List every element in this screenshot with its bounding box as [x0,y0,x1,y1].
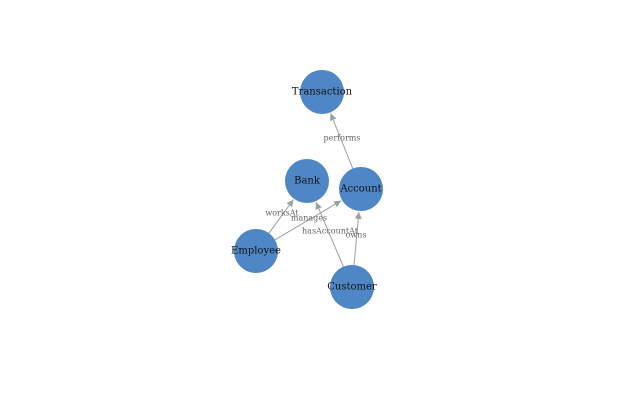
edge-label-worksAt: worksAt [265,209,299,218]
node-employee[interactable]: Employee [231,229,281,273]
node-label-employee: Employee [231,246,281,257]
edge-label-manages: manages [291,214,327,223]
edge-performs [329,113,354,169]
node-label-account: Account [339,184,381,195]
edge-label-owns: owns [346,231,367,240]
node-circle-customer[interactable] [330,265,374,309]
node-account[interactable]: Account [339,167,383,211]
edges-layer [268,113,362,267]
node-label-customer: Customer [327,282,377,293]
node-circle-transaction[interactable] [300,70,344,114]
node-label-transaction: Transaction [292,87,353,98]
node-circle-bank[interactable] [285,159,329,203]
node-customer[interactable]: Customer [327,265,377,309]
node-label-bank: Bank [294,176,321,187]
edge-worksAt [268,199,294,234]
node-bank[interactable]: Bank [285,159,329,203]
edge-hasAccountAt [315,201,344,267]
edge-label-performs: performs [324,134,361,143]
edge-owns [353,211,362,266]
node-transaction[interactable]: Transaction [292,70,353,114]
node-circle-account[interactable] [339,167,383,211]
edge-label-hasAccountAt: hasAccountAt [302,227,359,236]
edge-manages [274,200,342,241]
node-circle-employee[interactable] [234,229,278,273]
